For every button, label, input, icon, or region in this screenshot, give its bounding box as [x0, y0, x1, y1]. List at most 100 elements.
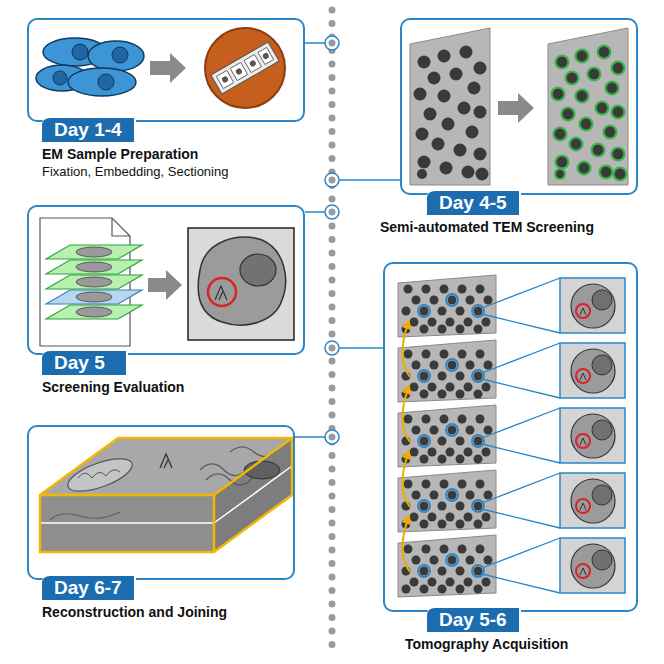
cell-view: [188, 228, 294, 340]
layer-cell: [76, 307, 112, 317]
detected-cells: [552, 46, 627, 181]
cell-cluster: [36, 38, 144, 96]
serial-section: [398, 275, 625, 337]
stage-title: EM Sample Preparation: [42, 146, 198, 163]
stage-panel: Day 5Screening Evaluation: [27, 205, 305, 355]
serial-section: [398, 340, 625, 402]
tomogram-block: [40, 438, 292, 552]
stage-panel: Day 5-6Tomography Acquisition: [383, 262, 638, 612]
sequence-arrows: [402, 324, 410, 572]
day-tab: Day 5-6: [427, 606, 521, 632]
cell: [88, 41, 144, 71]
sequence-arrow: [402, 519, 410, 572]
timeline-marker: [325, 36, 339, 50]
sequence-arrow: [402, 454, 410, 507]
section-join: [214, 466, 292, 523]
section-layer: [46, 290, 142, 304]
timeline-dot: [329, 40, 336, 47]
grid: [211, 42, 279, 94]
section: [221, 75, 229, 83]
day-tab: Day 4-5: [427, 189, 521, 215]
stage-panel: Day 1-4EM Sample PreparationFixation, Em…: [27, 18, 305, 122]
section-stack: [46, 245, 142, 319]
target-highlight: [208, 278, 236, 306]
day-tab: Day 1-4: [42, 116, 136, 142]
nucleus: [98, 74, 114, 90]
section: [262, 52, 270, 60]
sample-disk: [205, 28, 285, 108]
mitochondrion-cut: [50, 512, 120, 520]
section-layer: [46, 275, 142, 289]
timeline-dot: [329, 209, 336, 216]
block-front: [40, 495, 214, 552]
stage-panel: Day 6-7Reconstruction and Joining: [27, 425, 295, 580]
grid-slot: [216, 70, 233, 88]
grid-slot: [244, 54, 261, 72]
section: [235, 67, 243, 75]
layer-cell: [76, 292, 112, 302]
cell: [68, 68, 136, 96]
timeline-marker: [325, 205, 339, 219]
timeline-dot: [329, 177, 336, 184]
grid-strip: [211, 42, 279, 94]
centriole: [215, 286, 227, 300]
timeline-dot: [329, 434, 336, 441]
nuclei: [53, 44, 128, 90]
stage-subtitle: Fixation, Embedding, Sectioning: [42, 164, 228, 180]
centriole: [160, 454, 172, 468]
timeline-marker: [325, 430, 339, 444]
section-layer: [46, 260, 142, 274]
mitochondrion: [64, 452, 136, 498]
stage-panel: Day 4-5Semi-automated TEM Screening: [400, 18, 638, 195]
serial-section: [398, 405, 625, 467]
grid-slot: [230, 62, 247, 80]
stage-title: Tomography Acquisition: [405, 636, 568, 653]
section-join: [40, 522, 214, 524]
tick-line: [339, 347, 383, 349]
section-outline: [548, 28, 628, 185]
timeline-marker: [325, 173, 339, 187]
arrow: [148, 270, 182, 300]
section-raw: [410, 28, 490, 185]
timeline-markers: [325, 36, 339, 444]
layer-cell: [76, 262, 112, 272]
tick-line: [305, 211, 325, 213]
cristae: [78, 470, 120, 478]
sequence-arrow: [402, 324, 410, 377]
layer-cell: [76, 277, 112, 287]
document-fold: [112, 218, 130, 236]
tick-line: [295, 436, 325, 438]
nucleus: [72, 44, 88, 60]
timeline-dot: [329, 345, 336, 352]
block-edge: [40, 438, 292, 495]
timeline: [329, 10, 336, 656]
section-screened: [548, 28, 628, 185]
serial-section: [398, 470, 625, 532]
tick-line: [339, 179, 400, 181]
arrow: [150, 53, 186, 83]
stage-title: Semi-automated TEM Screening: [380, 219, 594, 236]
day-tab: Day 6-7: [42, 574, 136, 600]
tomography-series: [398, 275, 625, 597]
stage-title: Reconstruction and Joining: [42, 604, 227, 621]
stage-title: Screening Evaluation: [42, 379, 184, 396]
section: [249, 59, 257, 67]
cell: [198, 237, 285, 325]
cell-dots: [414, 46, 489, 181]
section-layer: [46, 245, 142, 259]
day-tab: Day 5: [42, 349, 128, 375]
serial-section: [398, 535, 625, 597]
nucleus: [53, 71, 67, 85]
timeline-marker: [325, 341, 339, 355]
sequence-arrow: [402, 389, 410, 442]
section-layer: [46, 305, 142, 319]
arrow: [498, 93, 534, 123]
grid-slot: [258, 47, 274, 64]
tick-line: [305, 42, 325, 44]
layer-cell: [76, 247, 112, 257]
nucleus: [112, 47, 128, 63]
block-edge: [213, 495, 216, 552]
